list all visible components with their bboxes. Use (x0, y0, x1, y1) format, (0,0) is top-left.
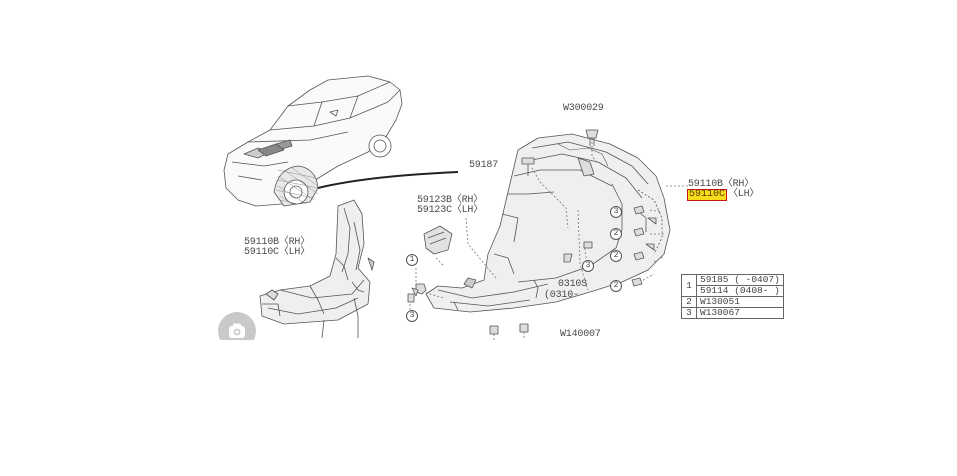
table-row: 3 W130067 (681, 307, 784, 319)
label-59110c-left: 59110C〈LH〉 (244, 247, 311, 258)
bolt-59187 (521, 157, 535, 176)
table-cell-part: 59185 ( -0407) (696, 274, 784, 286)
callout-3-right-a: 3 (610, 206, 622, 218)
callout-3-lower: 3 (406, 310, 418, 322)
table-cell-index: 2 (681, 296, 697, 308)
label-59110b-left: 59110B〈RH〉 (244, 237, 311, 248)
fender-liner-left-illustration (259, 199, 375, 339)
parts-table: 1 59185 ( -0407) 59114 (0408- ) 2 W13005… (681, 274, 784, 319)
diagram-artwork (223, 75, 688, 340)
callout-2-right-c: 2 (610, 280, 622, 292)
table-row: 2 W130051 (681, 296, 784, 308)
label-59123b: 59123B〈RH〉 (417, 195, 484, 206)
label-59123c: 59123C〈LH〉 (417, 205, 484, 216)
table-cell-part: 59114 (0408- ) (696, 285, 784, 297)
table-row: 59114 (0408- ) (682, 285, 784, 297)
clip-w300029 (585, 129, 599, 146)
label-0310-range: (0310- (544, 290, 579, 301)
table-cell-part: W130051 (696, 296, 784, 308)
bracket-59123 (423, 225, 453, 255)
camera-search-button[interactable] (218, 312, 256, 340)
callout-2-right-b: 2 (610, 250, 622, 262)
camera-icon (229, 323, 245, 338)
fasteners (407, 205, 657, 335)
label-59187: 59187 (469, 160, 499, 171)
label-59110b-rh-top: 59110B〈RH〉 (688, 179, 755, 190)
label-w140007: W140007 (560, 329, 601, 340)
table-cell-index: 1 (681, 274, 697, 297)
callout-1-bracket: 1 (406, 254, 418, 266)
callout-2-right-a: 2 (610, 228, 622, 240)
parts-diagram: W300029 59187 59110B〈RH〉 59110C 〈LH〉 591… (218, 58, 808, 340)
table-cell-index: 3 (681, 307, 697, 319)
table-cell-part: W130067 (696, 307, 784, 319)
label-59110c-highlighted: 59110C (687, 189, 728, 201)
label-w300029: W300029 (563, 103, 604, 114)
table-row: 1 59185 ( -0407) (681, 274, 784, 297)
label-0310s: 0310S (558, 279, 588, 290)
car-illustration (223, 75, 403, 207)
callout-3-mid: 3 (582, 260, 594, 272)
label-lh-top: 〈LH〉 (728, 189, 760, 200)
